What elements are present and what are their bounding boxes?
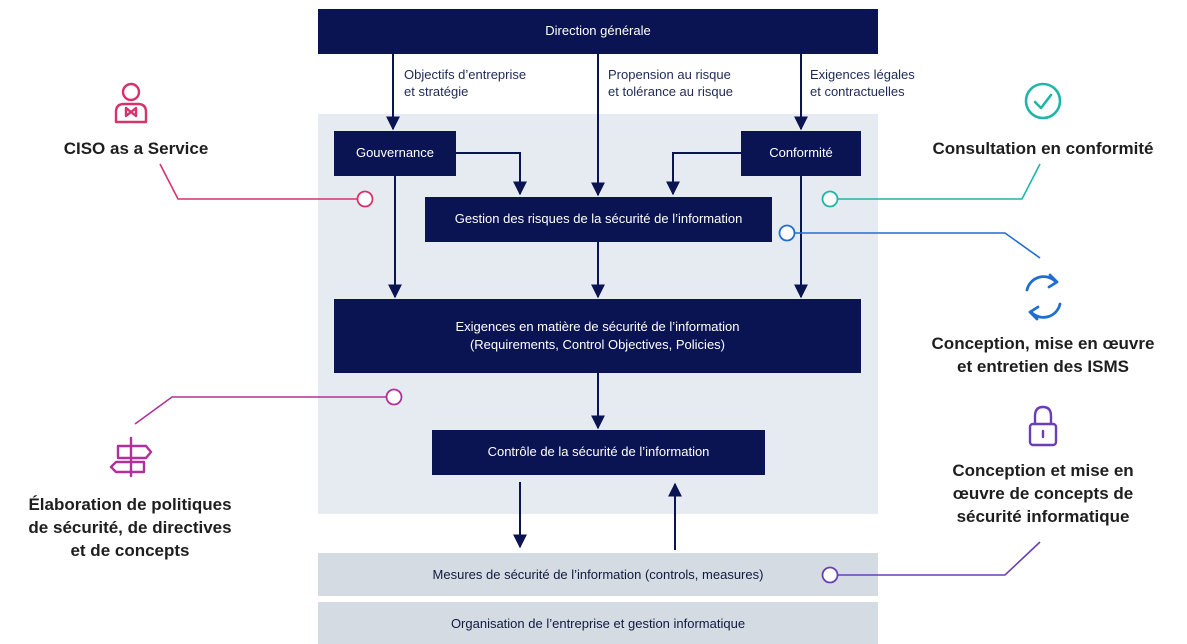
conception-securite-connector bbox=[838, 541, 1041, 576]
conformite-label: Conformité bbox=[769, 145, 833, 161]
direction-generale-box: Direction générale bbox=[318, 9, 878, 54]
exigences-legales-label: Exigences légales et contractuelles bbox=[810, 67, 915, 99]
ciso-anchor bbox=[356, 190, 374, 208]
propension-label: Propension au risque et tolérance au ris… bbox=[608, 67, 734, 99]
consultation-anchor bbox=[821, 190, 839, 208]
organisation-box: Organisation de l’entreprise et gestion … bbox=[318, 602, 878, 644]
controle-box: Contrôle de la sécurité de l’information bbox=[432, 430, 765, 475]
arrow-gouvernance-gestion bbox=[456, 152, 527, 196]
isms-connector bbox=[795, 232, 1041, 259]
mesures-label: Mesures de sécurité de l’information (co… bbox=[432, 567, 764, 582]
consultation-service-label: Consultation en conformité bbox=[932, 139, 1154, 158]
gestion-risques-label: Gestion des risques de la sécurité de l’… bbox=[454, 211, 743, 227]
isms-anchor bbox=[778, 224, 796, 242]
direction-generale-label: Direction générale bbox=[545, 23, 651, 39]
elaboration-anchor bbox=[385, 388, 403, 406]
conception-isms-label: Conception, mise en œuvre et entretien d… bbox=[931, 334, 1155, 376]
gouvernance-box: Gouvernance bbox=[334, 131, 456, 176]
check-circle-icon bbox=[1024, 82, 1062, 120]
gestion-risques-box: Gestion des risques de la sécurité de l’… bbox=[425, 197, 772, 242]
refresh-icon bbox=[1025, 273, 1062, 321]
arrow-conformite-gestion bbox=[666, 152, 741, 196]
elaboration-connector bbox=[134, 396, 386, 425]
signpost-icon bbox=[109, 436, 153, 478]
gouvernance-label: Gouvernance bbox=[355, 145, 435, 161]
conception-securite-label: Conception et mise en œuvre de concepts … bbox=[952, 461, 1134, 526]
padlock-icon bbox=[1028, 405, 1058, 447]
person-bowtie-icon bbox=[114, 82, 148, 124]
exigences-box: Exigences en matière de sécurité de l’in… bbox=[334, 299, 861, 373]
organisation-label: Organisation de l’entreprise et gestion … bbox=[450, 615, 746, 631]
conformite-box: Conformité bbox=[741, 131, 861, 176]
exigences-label: Exigences en matière de sécurité de l’in… bbox=[455, 318, 740, 352]
ciso-service-label: CISO as a Service bbox=[63, 139, 209, 158]
consultation-connector bbox=[838, 163, 1041, 200]
controle-label: Contrôle de la sécurité de l’information bbox=[487, 444, 710, 460]
objectifs-label: Objectifs d’entreprise et stratégie bbox=[404, 67, 527, 99]
mesures-box: Mesures de sécurité de l’information (co… bbox=[318, 553, 878, 596]
elaboration-service-label: Élaboration de politiques de sécurité, d… bbox=[28, 495, 232, 560]
conception-securite-anchor bbox=[821, 566, 839, 584]
ciso-connector bbox=[159, 163, 357, 200]
